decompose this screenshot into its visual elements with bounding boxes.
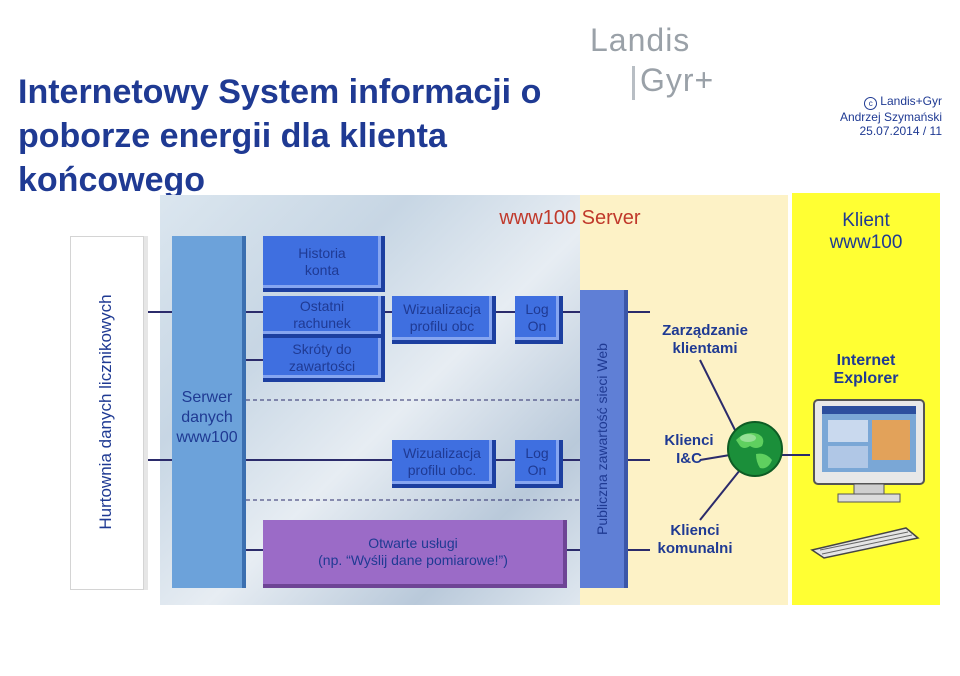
serwer-label: Serwer danych www100: [176, 389, 238, 446]
klienci-ic-label: Klienci I&C: [664, 432, 714, 467]
hurtownia-label: Hurtownia danych licznikowych: [96, 294, 115, 530]
publiczna-zawartosc-column: Publiczna zawartość sieci Web: [580, 290, 628, 588]
page-title: Internetowy System informacji o poborze …: [18, 73, 542, 199]
otwarte-uslugi-box: Otwarte usługi(np. “Wyślij dane pomiarow…: [263, 520, 567, 588]
landis-gyr-logo: Landis Gyr+: [590, 22, 715, 100]
copyright-icon: c: [864, 97, 878, 110]
klienci-komunalni-label: Klienci komunalni: [657, 522, 733, 557]
zarzadzanie-label: Zarządzanie klientami: [662, 322, 748, 357]
serwer-column: [172, 236, 246, 588]
internet-explorer-label: Internet Explorer: [833, 352, 899, 387]
keyboard-icon: [810, 527, 920, 559]
hurtownia-column: [70, 236, 144, 590]
globe-icon: [727, 421, 783, 477]
server-label: www100 Server: [499, 207, 641, 229]
client-label: Klient www100: [829, 210, 903, 253]
computer-icon: [813, 399, 925, 503]
